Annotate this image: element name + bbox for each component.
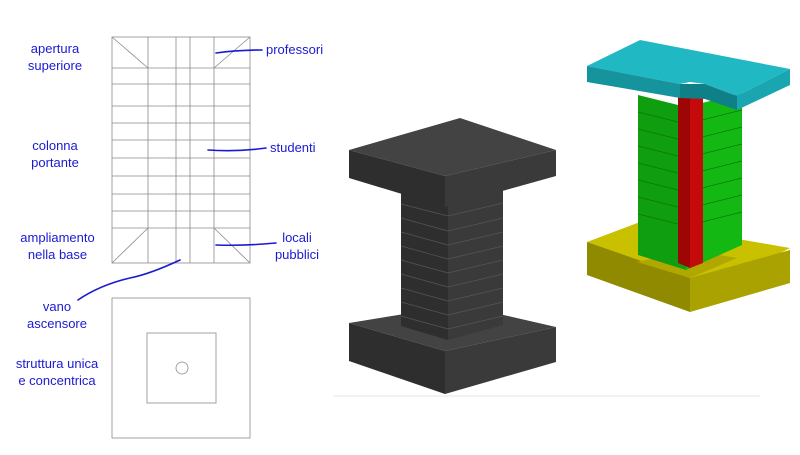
label-colonna-portante: colonna portante [20, 137, 90, 171]
label-locali-pubblici: locali pubblici [270, 229, 324, 263]
dark-column-right [448, 187, 503, 340]
red-core-right [690, 88, 703, 268]
leader-locali [215, 242, 277, 247]
label-line: vano [42, 299, 72, 314]
label-line: nella base [27, 247, 88, 262]
label-line: ascensore [27, 316, 87, 331]
label-line: e concentrica [18, 373, 96, 388]
label-vano-ascensore: vano ascensore [18, 298, 96, 332]
dark-top-right [445, 150, 556, 207]
label-line: portante [31, 155, 79, 170]
label-line: apertura [30, 41, 80, 56]
label-professori: professori [266, 41, 323, 58]
label-apertura-superiore: apertura superiore [20, 40, 90, 74]
label-line: colonna [32, 138, 78, 153]
dark-top-top [349, 118, 556, 176]
dark-base-right [445, 327, 556, 394]
leader-studenti [207, 147, 267, 152]
leader-professori [215, 49, 263, 54]
plan-outline [111, 297, 251, 439]
label-line: studenti [270, 140, 316, 155]
yellow-base-front [587, 242, 690, 312]
red-core-left [678, 88, 690, 268]
cyan-roof-inner [680, 84, 737, 110]
label-line: ampliamento [20, 230, 95, 245]
plan-elevator-circle [175, 361, 189, 375]
label-line: pubblici [274, 247, 320, 262]
label-studenti: studenti [270, 139, 316, 156]
label-struttura-concentrica: struttura unica e concentrica [6, 355, 108, 389]
label-ampliamento-base: ampliamento nella base [10, 229, 105, 263]
label-line: professori [266, 42, 324, 57]
dark-top-left [349, 150, 445, 207]
leader-vano [77, 259, 181, 301]
green-column-left [638, 95, 686, 270]
dark-column-floors [400, 202, 504, 330]
label-line: locali [282, 230, 312, 245]
cyan-roof-side [737, 69, 790, 110]
yellow-base-side [690, 250, 790, 312]
plan-core [146, 332, 217, 404]
dark-base-left [349, 323, 445, 394]
cyan-roof-top [587, 40, 790, 96]
label-line: superiore [27, 58, 83, 73]
cyan-roof-front [587, 66, 680, 98]
label-line: struttura unica [15, 356, 99, 371]
